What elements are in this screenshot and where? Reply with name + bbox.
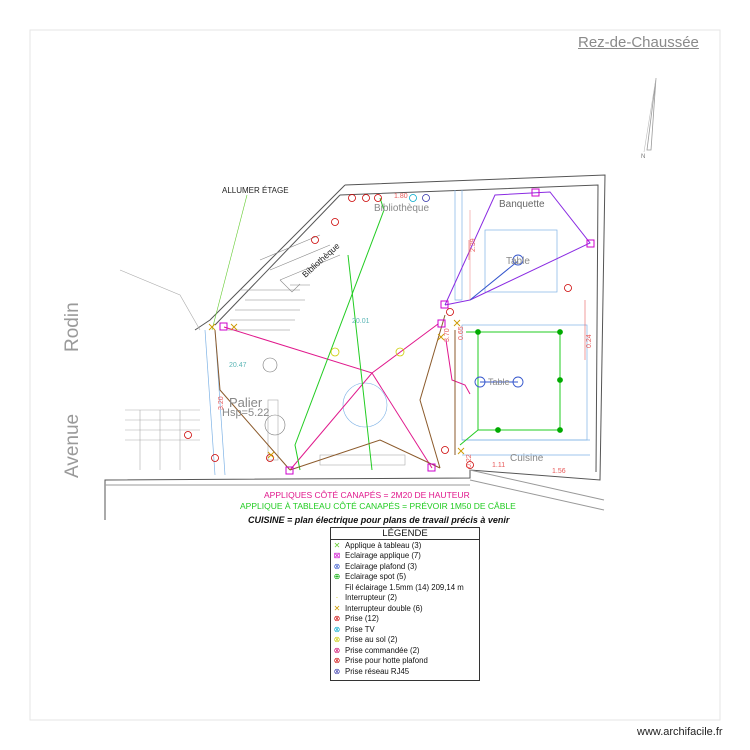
- prise-tv-icon: ⊗: [333, 624, 341, 634]
- prise-tv-icon: [409, 194, 417, 202]
- table-label: Table: [506, 256, 530, 267]
- legend-item-label: Interrupteur (2): [345, 593, 398, 603]
- prise-sol-icon: [330, 347, 405, 357]
- dimension-label: 1.80: [394, 193, 408, 200]
- legend-item-label: Eclairage spot (5): [345, 572, 407, 582]
- dimension-label: 20.01: [352, 318, 370, 325]
- legend-item: ⊗ Prise (12): [331, 614, 479, 625]
- legend-item-label: Prise TV: [345, 624, 375, 634]
- legend-item-label: Prise réseau RJ45: [345, 666, 410, 676]
- legend-item-label: Prise pour hotte plafond: [345, 656, 428, 666]
- eclairage-spot-icon: [475, 329, 563, 433]
- north-label: N: [641, 154, 646, 160]
- legend-item: ⊕ Eclairage spot (5): [331, 572, 479, 583]
- allumer-etage-label: ALLUMER ÉTAGE: [222, 186, 289, 195]
- legend-item-label: Prise au sol (2): [345, 635, 398, 645]
- legend-item: ⊗ Prise pour hotte plafond: [331, 656, 479, 667]
- legend-item: ⊠ Eclairage applique (7): [331, 551, 479, 562]
- legend-item: ✕ Interrupteur double (6): [331, 603, 479, 614]
- wire-green: [294, 197, 561, 471]
- prise-hotte-icon: ⊗: [333, 656, 341, 666]
- legend-item-label: Applique à tableau (3): [345, 540, 422, 550]
- dimension-label: 1.56: [552, 468, 566, 475]
- dimension-label: 0.24: [586, 334, 593, 348]
- note-appliques: APPLIQUES CÔTÉ CANAPÉS = 2M20 DE HAUTEUR: [264, 490, 470, 500]
- interrupteur-icon: ·: [335, 593, 339, 603]
- street-label-rodin: Rodin: [62, 302, 83, 352]
- legend-item-label: Eclairage plafond (3): [345, 561, 417, 571]
- bibliotheque-label: Bibliothèque: [374, 203, 430, 214]
- wire-thin-green: [211, 194, 248, 331]
- prise-rj45-icon: [422, 194, 430, 202]
- note-applique-tableau: APPLIQUE À TABLEAU CÔTÉ CANAPÉS = PRÉVOI…: [240, 501, 516, 511]
- wire-blue: [469, 260, 519, 383]
- annex: [119, 269, 201, 470]
- dimension-label: 3.70: [444, 328, 451, 342]
- wire-purple: [444, 191, 591, 306]
- note-cuisine: CUISINE = plan électrique pour plans de …: [248, 515, 510, 525]
- interrupteur-double-icon: ✕: [333, 603, 341, 613]
- wire-magenta: [223, 323, 471, 471]
- applique-tableau-icon: ✕: [333, 540, 341, 550]
- walls: [104, 174, 606, 520]
- fixtures: [184, 188, 595, 475]
- sheet-border: [29, 29, 721, 721]
- eclairage-plafond-icon: ⊗: [333, 561, 341, 571]
- legend-item: Fil éclairage 1.5mm (14) 209,14 m: [331, 582, 479, 593]
- legend-item: · Interrupteur (2): [331, 593, 479, 604]
- dimension-label: 0.22: [466, 454, 473, 468]
- legend-item-label: Fil éclairage 1.5mm (14) 209,14 m: [345, 582, 464, 592]
- north-arrow-icon: [643, 77, 657, 153]
- sheet-title: Rez-de-Chaussée: [578, 34, 699, 51]
- eclairage-spot-icon: ⊕: [333, 572, 341, 582]
- legend-item-label: Prise commandée (2): [345, 645, 420, 655]
- prise-icon: ⊗: [333, 614, 341, 624]
- banquette-label: Banquette: [499, 199, 545, 210]
- wire-brown: [214, 314, 456, 471]
- legend-item: ⊗ Prise TV: [331, 624, 479, 635]
- legend-item: ⊗ Eclairage plafond (3): [331, 561, 479, 572]
- legend-item-label: Prise (12): [345, 614, 379, 624]
- legend-list: ✕ Applique à tableau (3) ⊠ Eclairage appliq…: [331, 540, 479, 677]
- legend-title: LÉGENDE: [331, 528, 479, 540]
- legend-item: ✕ Applique à tableau (3): [331, 540, 479, 551]
- interior-walls: [204, 190, 590, 476]
- dimension-label: 0.65: [458, 326, 465, 340]
- legend-box: LÉGENDE ✕ Applique à tableau (3) ⊠ Eclairag…: [330, 527, 480, 681]
- eclairage-applique-icon: ⊠: [333, 551, 341, 561]
- staircase: [228, 234, 341, 331]
- palier-label: Palier: [229, 395, 263, 410]
- street-label-avenue: Avenue: [62, 413, 83, 478]
- interrupteur-double-icon: [208, 319, 465, 459]
- legend-item: ⊗ Prise commandée (2): [331, 645, 479, 656]
- dimension-label: 3.20: [218, 396, 225, 410]
- hsp-label: Hsp=5.22: [222, 407, 270, 419]
- dimension-label: 20.47: [229, 362, 247, 369]
- dimension-label: 2.39: [470, 238, 477, 252]
- legend-item: ⊗ Prise au sol (2): [331, 635, 479, 646]
- prise-rj45-icon: ⊗: [333, 666, 341, 676]
- eclairage-plafond-icon: [474, 254, 524, 388]
- dimension-label: 1.11: [492, 462, 506, 469]
- eclairage-applique-icon: [219, 188, 595, 475]
- prise-commandee-icon: ⊗: [333, 645, 341, 655]
- prise-sol-icon: ⊗: [333, 635, 341, 645]
- table-label-2: Table: [488, 377, 510, 387]
- legend-item-label: Interrupteur double (6): [345, 603, 423, 613]
- legend-item-label: Eclairage applique (7): [345, 551, 421, 561]
- watermark: www.archifacile.fr: [637, 726, 723, 738]
- legend-item: ⊗ Prise réseau RJ45: [331, 666, 479, 677]
- cuisine-label: Cuisine: [510, 453, 544, 464]
